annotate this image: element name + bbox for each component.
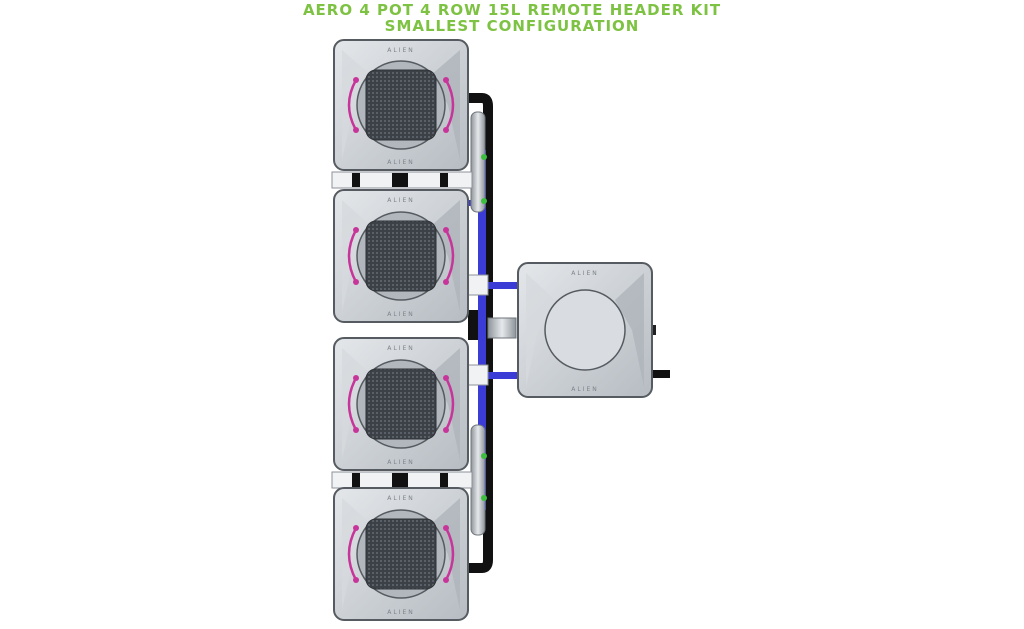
drip-emitter (443, 127, 449, 133)
riser-pipes (470, 111, 517, 536)
drip-emitter (353, 77, 359, 83)
drip-emitter (353, 577, 359, 583)
drip-line (347, 229, 358, 283)
lid-brand-top: ALIEN (387, 495, 415, 502)
drip-emitter (443, 77, 449, 83)
drip-line (347, 527, 358, 581)
pot-2: ALIEN ALIEN (333, 189, 469, 323)
pot-brackets (331, 171, 489, 489)
header-connector-pipe (487, 317, 517, 339)
net-pot (365, 368, 437, 440)
lid-brand-bottom: ALIEN (571, 386, 599, 393)
drip-emitter (353, 427, 359, 433)
drip-emitter (443, 427, 449, 433)
lid-brand-bottom: ALIEN (387, 609, 415, 616)
connectors (481, 154, 487, 501)
diagram-title-line-2: SMALLEST CONFIGURATION (384, 17, 640, 35)
drip-line (444, 229, 455, 283)
net-pot (365, 220, 437, 292)
net-pot (365, 518, 437, 590)
lid-brand-bottom: ALIEN (387, 159, 415, 166)
lid-brand-bottom: ALIEN (387, 311, 415, 318)
drip-line (444, 527, 455, 581)
drip-line (347, 79, 358, 131)
drip-line (444, 377, 455, 431)
drip-emitter (443, 279, 449, 285)
drip-emitter (443, 577, 449, 583)
lid-brand-top: ALIEN (387, 345, 415, 352)
header-lid (544, 289, 626, 371)
pot-3: ALIEN ALIEN (333, 337, 469, 471)
lid-brand-top: ALIEN (571, 270, 599, 277)
header-tank: ALIEN ALIEN (517, 262, 653, 398)
lid-brand-top: ALIEN (387, 197, 415, 204)
header-outlet (650, 370, 670, 378)
lid-brand-top: ALIEN (387, 47, 415, 54)
lid-brand-bottom: ALIEN (387, 459, 415, 466)
drip-line (347, 377, 358, 431)
pot-4: ALIEN ALIEN (333, 487, 469, 621)
drip-emitter (443, 227, 449, 233)
drip-emitter (353, 375, 359, 381)
net-pot (365, 69, 437, 141)
diagram-title-line-1: AERO 4 POT 4 ROW 15L REMOTE HEADER KIT (302, 1, 722, 19)
drip-emitter (443, 375, 449, 381)
drip-emitter (353, 525, 359, 531)
drip-emitter (353, 127, 359, 133)
pot-1: ALIEN ALIEN (333, 39, 469, 171)
drip-emitter (353, 227, 359, 233)
drip-emitter (353, 279, 359, 285)
drip-line (444, 79, 455, 131)
drip-emitter (443, 525, 449, 531)
